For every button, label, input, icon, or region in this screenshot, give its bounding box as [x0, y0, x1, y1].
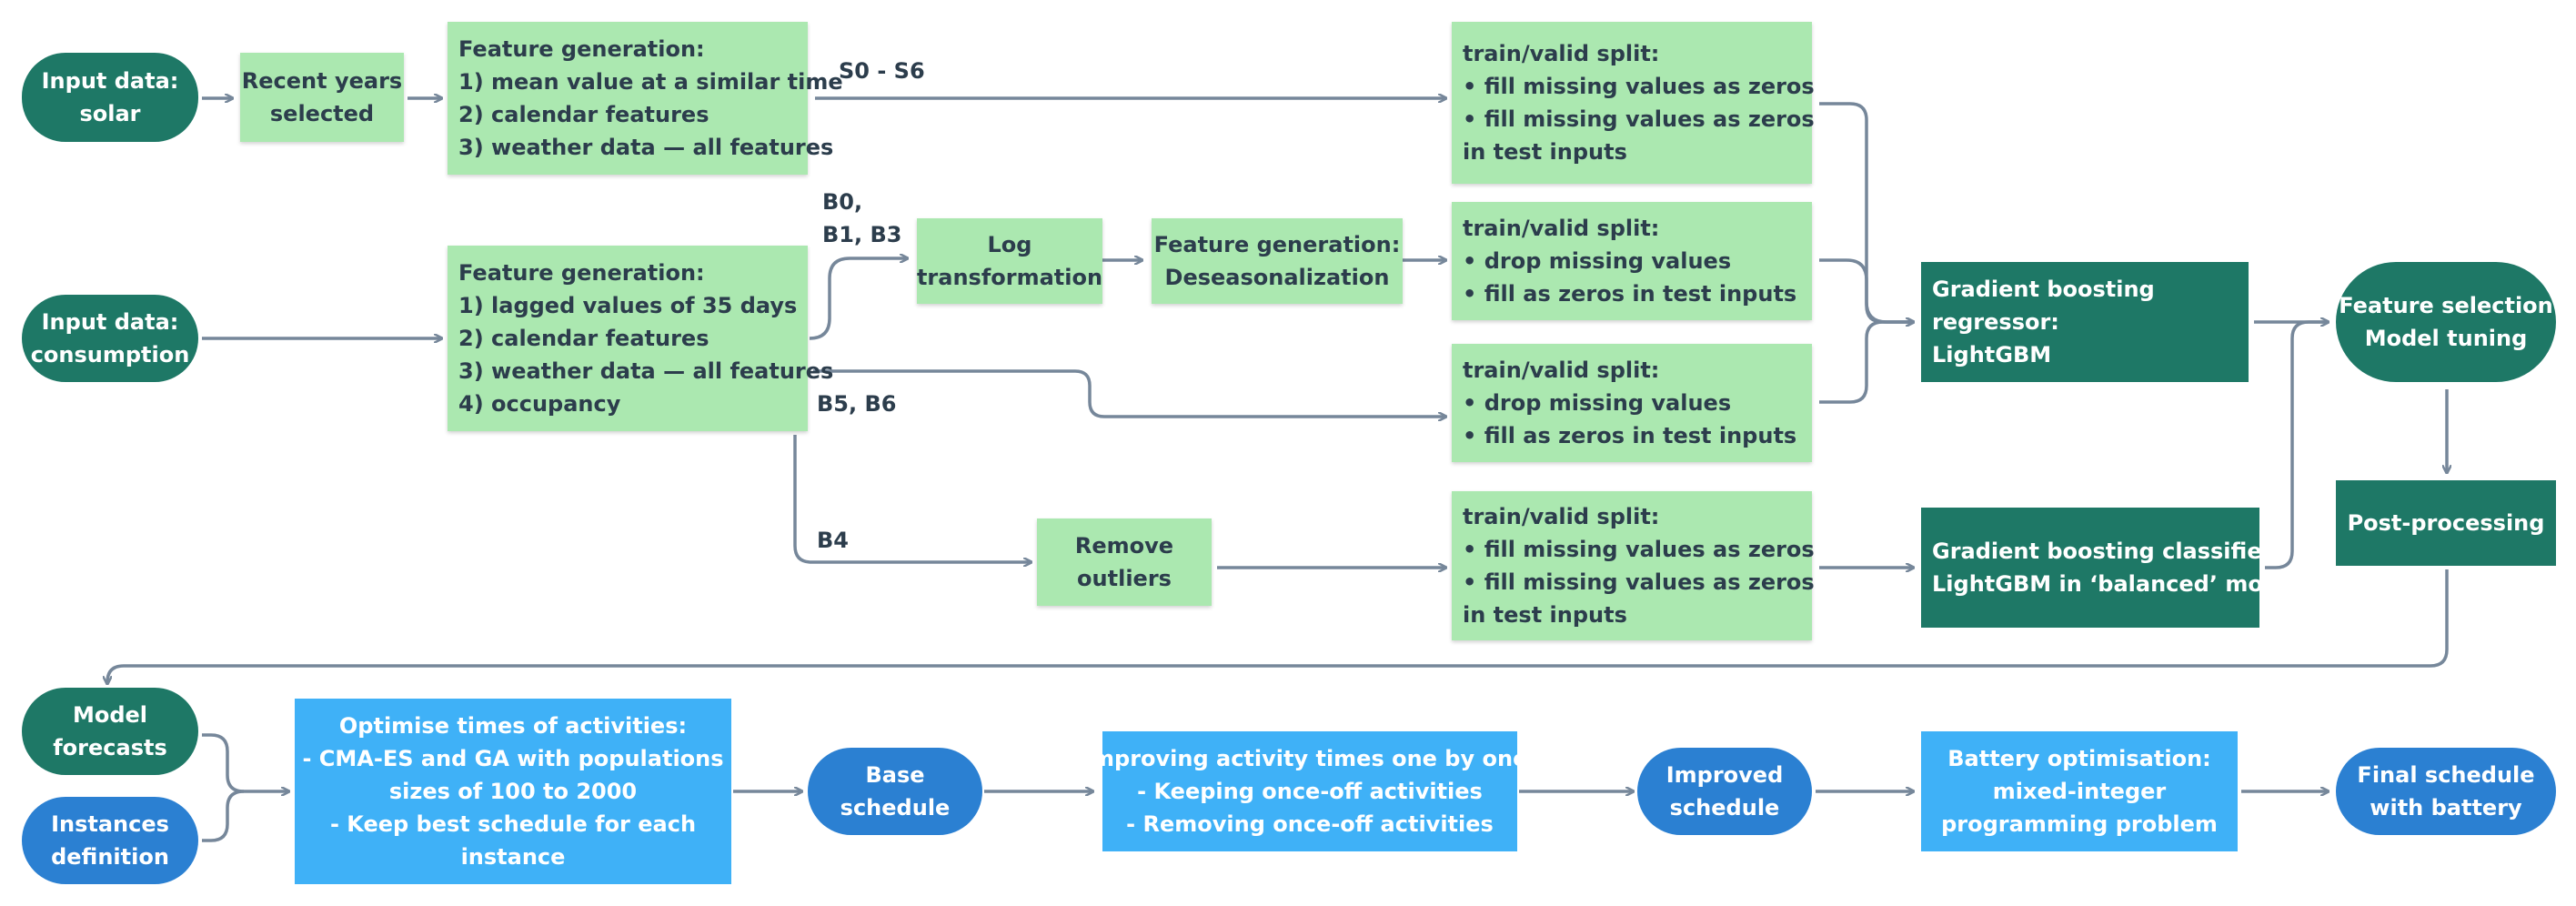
- post-processing-node: Post-processing: [2336, 480, 2556, 566]
- log-transformation-node: Log transformation: [917, 218, 1102, 304]
- improving-activity-times-node: Improving activity times one by one: - K…: [1083, 731, 1536, 851]
- feature-selection-node: Feature selection Model tuning: [2336, 262, 2556, 382]
- edge-label-b4: B4: [817, 528, 849, 553]
- edge-post-to-forecasts: [107, 569, 2449, 684]
- edge-label-b5-b6: B5, B6: [817, 391, 897, 417]
- instances-definition-node: Instances definition: [22, 797, 198, 884]
- model-forecasts-node: Model forecasts: [22, 688, 198, 775]
- input-consumption-node: Input data: consumption: [22, 295, 198, 382]
- battery-optimisation-node: Battery optimisation: mixed-integer prog…: [1921, 731, 2238, 851]
- split-b-node: train/valid split: • drop missing values…: [1452, 202, 1812, 320]
- split-solar-node: train/valid split: • fill missing values…: [1452, 22, 1815, 184]
- edge-featgen-to-outliers: [793, 435, 1031, 562]
- edge-label-b0: B0,: [822, 189, 863, 215]
- base-schedule-node: Base schedule: [808, 748, 982, 835]
- remove-outliers-node: Remove outliers: [1037, 518, 1212, 606]
- final-schedule-node: Final schedule with battery: [2336, 748, 2556, 835]
- edge-label-b1-b3: B1, B3: [822, 222, 902, 247]
- deseasonalization-node: Feature generation: Deseasonalization: [1152, 218, 1403, 304]
- edge-featgen-to-log: [809, 258, 908, 340]
- edge-classifier-to-feature-selection: [2265, 320, 2329, 569]
- input-solar-node: Input data: solar: [22, 53, 198, 142]
- edge-label-s0-s6: S0 - S6: [839, 58, 925, 84]
- split-b56-node: train/valid split: • drop missing values…: [1452, 344, 1812, 462]
- optimise-activities-node: Optimise times of activities: - CMA-ES a…: [295, 699, 731, 884]
- feature-generation-consumption-node: Feature generation: 1) lagged values of …: [448, 246, 833, 431]
- split-b4-node: train/valid split: • fill missing values…: [1452, 491, 1815, 640]
- gb-classifier-node: Gradient boosting classifier: LightGBM i…: [1921, 508, 2293, 628]
- recent-years-node: Recent years selected: [240, 53, 404, 142]
- gb-regressor-node: Gradient boosting regressor: LightGBM: [1921, 262, 2249, 382]
- improved-schedule-node: Improved schedule: [1637, 748, 1812, 835]
- edge-featgen-to-split-b56: [813, 369, 1446, 417]
- feature-generation-solar-node: Feature generation: 1) mean value at a s…: [448, 22, 843, 175]
- edge-split-b56-to-regressor: [1819, 322, 1914, 404]
- edge-forecasts-to-optimise: [202, 733, 289, 791]
- edge-instances-to-optimise: [202, 790, 245, 842]
